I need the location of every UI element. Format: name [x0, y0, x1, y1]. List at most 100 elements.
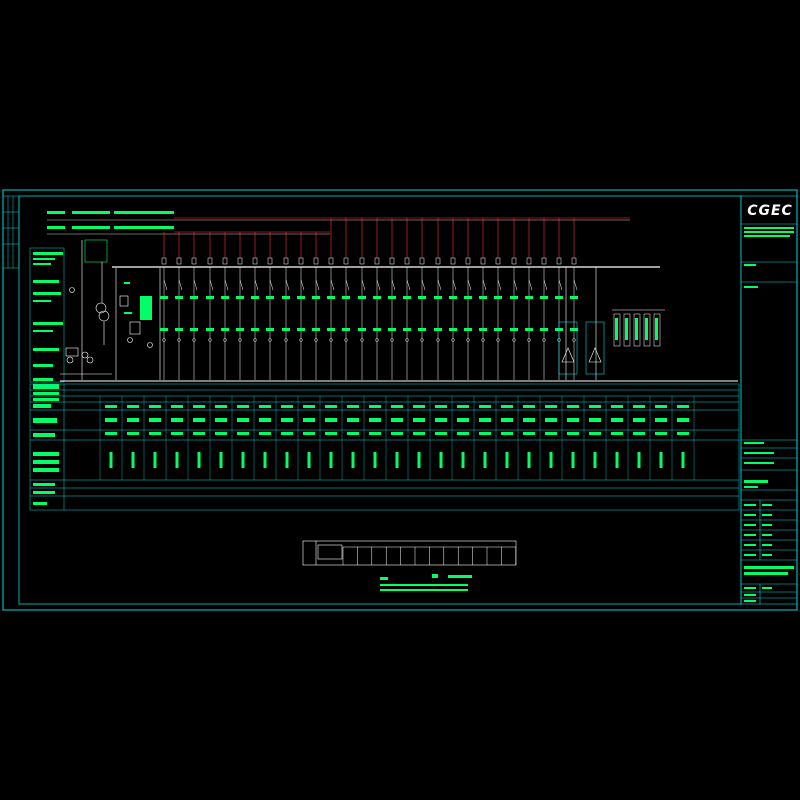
- feeder-ct: [464, 328, 472, 331]
- table-cell-value: [171, 405, 183, 408]
- table-cell-value: [219, 452, 223, 468]
- feeder-switch: [239, 279, 244, 291]
- feeder-node: [572, 338, 576, 342]
- table-cell-value: [259, 418, 271, 422]
- feeder-breaker: [160, 296, 168, 299]
- table-cell-value: [435, 405, 447, 408]
- table-cell-value: [105, 432, 117, 435]
- table-cell-value: [545, 418, 557, 422]
- table-columns: [99, 396, 695, 480]
- table-cell-value: [259, 405, 271, 408]
- feeder-terminal: [495, 257, 501, 265]
- feeder-breaker: [175, 296, 183, 299]
- feeder-node: [481, 338, 485, 342]
- feeder-terminal: [343, 257, 349, 265]
- table-cell-value: [457, 432, 469, 435]
- table-cell-value: [413, 418, 425, 422]
- feeder-node: [527, 338, 531, 342]
- feeder-ct: [297, 328, 305, 331]
- sub-panel-header: [317, 544, 343, 560]
- table-cell-value: [435, 432, 447, 435]
- table-cell-value: [105, 418, 117, 422]
- feeder-breaker: [494, 296, 502, 299]
- table-cell-value: [131, 452, 135, 468]
- feeder-breaker: [403, 296, 411, 299]
- table-cell-value: [241, 452, 245, 468]
- feeder-switch: [178, 279, 183, 291]
- data-table: [29, 383, 740, 511]
- feeder-breaker: [221, 296, 229, 299]
- feeder-breaker: [297, 296, 305, 299]
- tie-section: [115, 268, 161, 380]
- feeder-terminal: [450, 257, 456, 265]
- table-cell-value: [611, 405, 623, 408]
- table-cell-value: [681, 452, 685, 468]
- feeder-node: [360, 338, 364, 342]
- feeder-node: [405, 338, 409, 342]
- table-cell-value: [127, 432, 139, 435]
- table-cell-value: [523, 418, 535, 422]
- table-cell-value: [567, 405, 579, 408]
- feeder-breaker: [388, 296, 396, 299]
- feeder-switch: [467, 279, 472, 291]
- table-cell-value: [593, 452, 597, 468]
- feeder-terminal: [298, 257, 304, 265]
- table-cell-value: [549, 452, 553, 468]
- feeder-ct: [403, 328, 411, 331]
- table-cell-value: [523, 432, 535, 435]
- feeder-terminal: [435, 257, 441, 265]
- incoming-lines: [174, 217, 630, 233]
- table-cell-value: [127, 418, 139, 422]
- feeder-node: [451, 338, 455, 342]
- table-cell-value: [567, 418, 579, 422]
- table-cell-value: [303, 418, 315, 422]
- feeder-switch: [573, 279, 578, 291]
- table-cell-value: [655, 418, 667, 422]
- table-cell-value: [461, 452, 465, 468]
- table-cell-value: [633, 418, 645, 422]
- table-cell-value: [347, 432, 359, 435]
- feeder-switch: [376, 279, 381, 291]
- binding-strip: [2, 195, 20, 269]
- tie-section-green: [124, 282, 152, 320]
- table-cell-value: [281, 418, 293, 422]
- feeder-ct: [266, 328, 274, 331]
- table-cell-value: [417, 452, 421, 468]
- feeder-switch: [406, 279, 411, 291]
- feeder-ct: [540, 328, 548, 331]
- feeder-ct: [418, 328, 426, 331]
- feeder-node: [223, 338, 227, 342]
- feeder-switch: [391, 279, 396, 291]
- feeder-ct: [282, 328, 290, 331]
- feeder-group: [160, 218, 578, 380]
- feeder-switch: [254, 279, 259, 291]
- feeder-terminal: [389, 257, 395, 265]
- feeder-breaker: [206, 296, 214, 299]
- feeder-breaker: [525, 296, 533, 299]
- feeder-node: [375, 338, 379, 342]
- feeder-node: [238, 338, 242, 342]
- feeder-terminal: [480, 257, 486, 265]
- sub-panel-cells: [342, 547, 517, 565]
- feeder-terminal: [267, 257, 273, 265]
- feeder-ct: [525, 328, 533, 331]
- table-cell-value: [505, 452, 509, 468]
- table-cell-value: [567, 432, 579, 435]
- table-cell-value: [193, 418, 205, 422]
- notes-block: [380, 574, 472, 591]
- table-cell-value: [501, 418, 513, 422]
- table-cell-value: [171, 418, 183, 422]
- feeder-ct: [373, 328, 381, 331]
- feeder-terminal: [237, 257, 243, 265]
- table-cell-value: [391, 405, 403, 408]
- feeder-terminal: [511, 257, 517, 265]
- left-legend-box: [29, 247, 65, 383]
- table-cell-value: [285, 452, 289, 468]
- table-cell-value: [435, 418, 447, 422]
- feeder-node: [466, 338, 470, 342]
- table-cell-value: [303, 405, 315, 408]
- table-cell-value: [655, 432, 667, 435]
- feeder-terminal: [404, 257, 410, 265]
- feeder-switch: [315, 279, 320, 291]
